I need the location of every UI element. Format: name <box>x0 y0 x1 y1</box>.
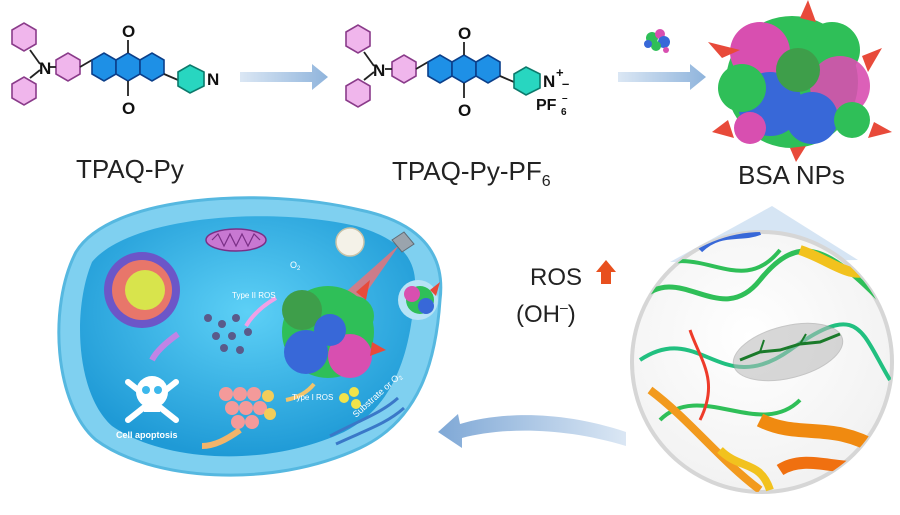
binding-pocket <box>732 322 844 382</box>
phenyl-ring-top <box>345 24 371 54</box>
pyridine-ring <box>177 64 205 94</box>
pyridinium-charge-minus: – <box>562 76 569 91</box>
ros-label: ROS <box>530 264 582 291</box>
anthraquinone-ring-left <box>427 54 453 84</box>
light-source-icon <box>391 231 415 253</box>
apoptosis-arrow <box>149 331 180 362</box>
pf6-counterion: PF <box>536 97 557 114</box>
type1-ros-label: Type I ROS <box>292 393 333 402</box>
dye-cone <box>868 122 892 138</box>
docking-sphere <box>630 230 894 494</box>
pf6-superscript: – <box>562 93 568 104</box>
carbonyl-oxygen-top: O <box>458 24 471 43</box>
tpaq-py-pf6-structure: N O O N + – PF 6 – <box>345 24 569 120</box>
cell-apoptosis-label: Cell apoptosis <box>116 430 178 440</box>
bsa-nanoparticle-entering <box>404 282 440 314</box>
pyridinium-nitrogen: N <box>543 72 555 91</box>
arrow-encapsulation <box>618 64 706 90</box>
mitochondrion <box>205 228 267 252</box>
carbonyl-oxygen-bottom: O <box>458 101 471 120</box>
bsa-nanoparticle-in-cell <box>282 280 386 378</box>
bsa-protein-small <box>644 29 670 53</box>
endoplasmic-reticulum <box>329 396 405 446</box>
oh-to-apoptosis-arrow <box>201 427 242 449</box>
nitrogen-atom: N <box>373 61 385 80</box>
phenyl-ring-middle <box>391 54 417 84</box>
dye-cone <box>862 48 882 72</box>
ros-increase-arrow-icon <box>596 260 616 284</box>
vesicle <box>335 227 365 257</box>
type1-arrow <box>285 382 316 402</box>
bsa-nanoparticle <box>708 0 892 162</box>
type2-ros-label: Type II ROS <box>232 291 276 300</box>
dye-cone <box>708 42 740 58</box>
dye-cone <box>712 120 734 138</box>
cell-illustration: O2 Type II ROS Type I ROS Substrate or O… <box>57 196 443 477</box>
phenyl-ring-bottom <box>345 78 371 108</box>
pyridinium-charge: + <box>556 65 564 80</box>
hydroxyl-radical-cluster <box>219 387 276 429</box>
carbonyl-oxygen-bottom: O <box>122 99 135 118</box>
compound-label-tpaq-py-pf6: TPAQ-Py-PF6 <box>392 156 551 190</box>
skull-crossbones-icon <box>125 376 179 423</box>
carbonyl-oxygen-top: O <box>122 22 135 41</box>
compound-label-tpaq-py: TPAQ-Py <box>76 154 184 184</box>
arrow-to-cell <box>438 414 626 448</box>
pyridine-nitrogen: N <box>207 70 219 89</box>
phenyl-ring-top <box>11 22 37 52</box>
nitrogen-atom: N <box>39 59 51 78</box>
compound-label-bsa-nps: BSA NPs <box>738 160 845 190</box>
arrow-quaternization <box>240 64 328 90</box>
oxygen-label: O2 <box>290 260 301 272</box>
singlet-oxygen-cluster <box>204 314 252 354</box>
type2-arrow <box>244 296 278 328</box>
anthraquinone-ring-center <box>451 54 477 84</box>
tpaq-py-structure: N O O N <box>11 22 219 118</box>
anthraquinone-ring-left <box>91 52 117 82</box>
anthraquinone-ring-center <box>115 52 141 82</box>
anthraquinone-ring-right <box>475 54 501 84</box>
phenyl-ring-middle <box>55 52 81 82</box>
phenyl-ring-bottom <box>11 76 37 106</box>
hydroxide-label: (OH–) <box>516 299 576 328</box>
dye-cone <box>800 0 816 22</box>
dye-cone <box>790 146 806 162</box>
anthraquinone-ring-right <box>139 52 165 82</box>
pyridinium-ring <box>513 66 541 96</box>
pf6-subscript: 6 <box>561 107 567 118</box>
